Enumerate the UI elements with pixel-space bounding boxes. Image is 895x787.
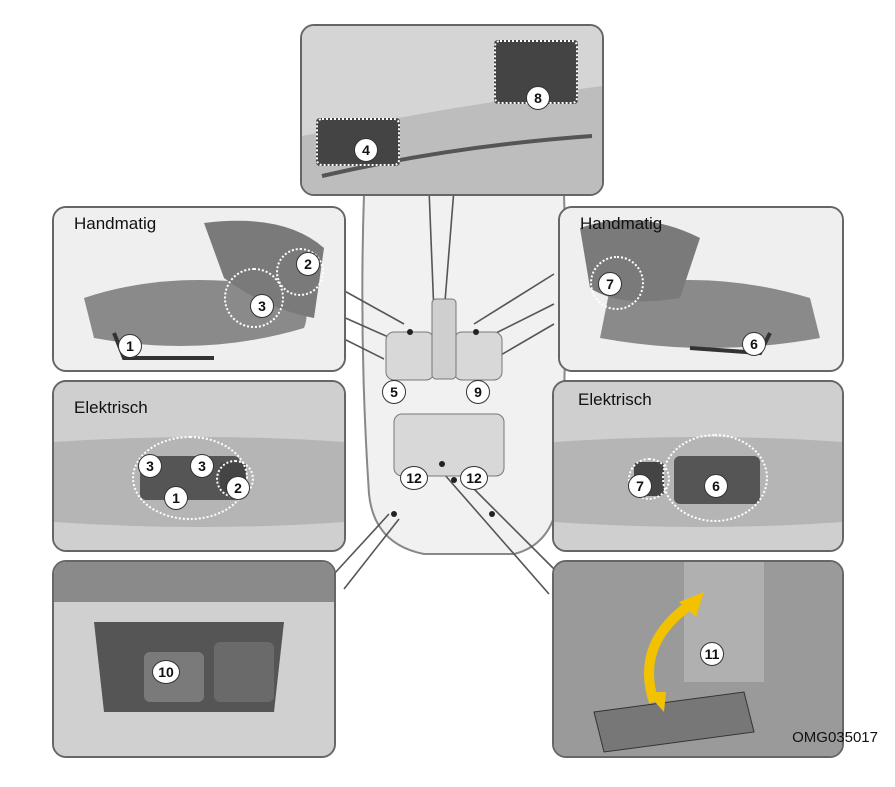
label-electric-left: Elektrisch — [74, 398, 148, 417]
callout-12-right: 12 — [460, 466, 488, 490]
callout-5: 5 — [382, 380, 406, 404]
callout-3-manual: 3 — [250, 294, 274, 318]
door-switch-illustration — [302, 26, 602, 194]
callout-2-electric: 2 — [226, 476, 250, 500]
rear-switch-panel: 10 — [52, 560, 336, 758]
label-manual-left: Handmatig — [74, 214, 157, 233]
callout-2-manual: 2 — [296, 252, 320, 276]
callout-3b-electric: 3 — [190, 454, 214, 478]
right-manual-seat-panel: Handmatig 7 6 — [558, 206, 844, 372]
highlight-2-left — [276, 248, 324, 296]
highlight-7-right — [590, 256, 644, 310]
reference-code: OMG035017 — [792, 729, 878, 746]
callout-11: 11 — [700, 642, 724, 666]
callout-6-manual: 6 — [742, 332, 766, 356]
left-manual-seat-panel: Handmatig 2 3 1 — [52, 206, 346, 372]
door-switch-panel: 4 8 — [300, 24, 604, 196]
callout-7-electric: 7 — [628, 474, 652, 498]
label-electric-right: Elektrisch — [578, 390, 652, 409]
armrest-illustration — [554, 562, 842, 756]
right-electric-seat-panel: Elektrisch 7 6 — [552, 380, 844, 552]
callout-1-manual: 1 — [118, 334, 142, 358]
callout-1-electric: 1 — [164, 486, 188, 510]
callout-12-left: 12 — [400, 466, 428, 490]
callout-4: 4 — [354, 138, 378, 162]
callout-10: 10 — [152, 660, 180, 684]
callout-7-manual: 7 — [598, 272, 622, 296]
callout-3a-electric: 3 — [138, 454, 162, 478]
car-top-view — [313, 170, 567, 595]
callout-9: 9 — [466, 380, 490, 404]
callout-6-electric: 6 — [704, 474, 728, 498]
highlight-4 — [316, 118, 400, 166]
label-manual-right: Handmatig — [580, 214, 663, 233]
highlight-3-left — [224, 268, 284, 328]
left-electric-seat-panel: Elektrisch 3 3 1 2 — [52, 380, 346, 552]
armrest-panel: 11 — [552, 560, 844, 758]
rear-switch-illustration — [54, 562, 334, 756]
diagram-frame: 5 9 12 12 4 8 Handmatig 2 3 1 — [14, 14, 884, 758]
callout-8: 8 — [526, 86, 550, 110]
